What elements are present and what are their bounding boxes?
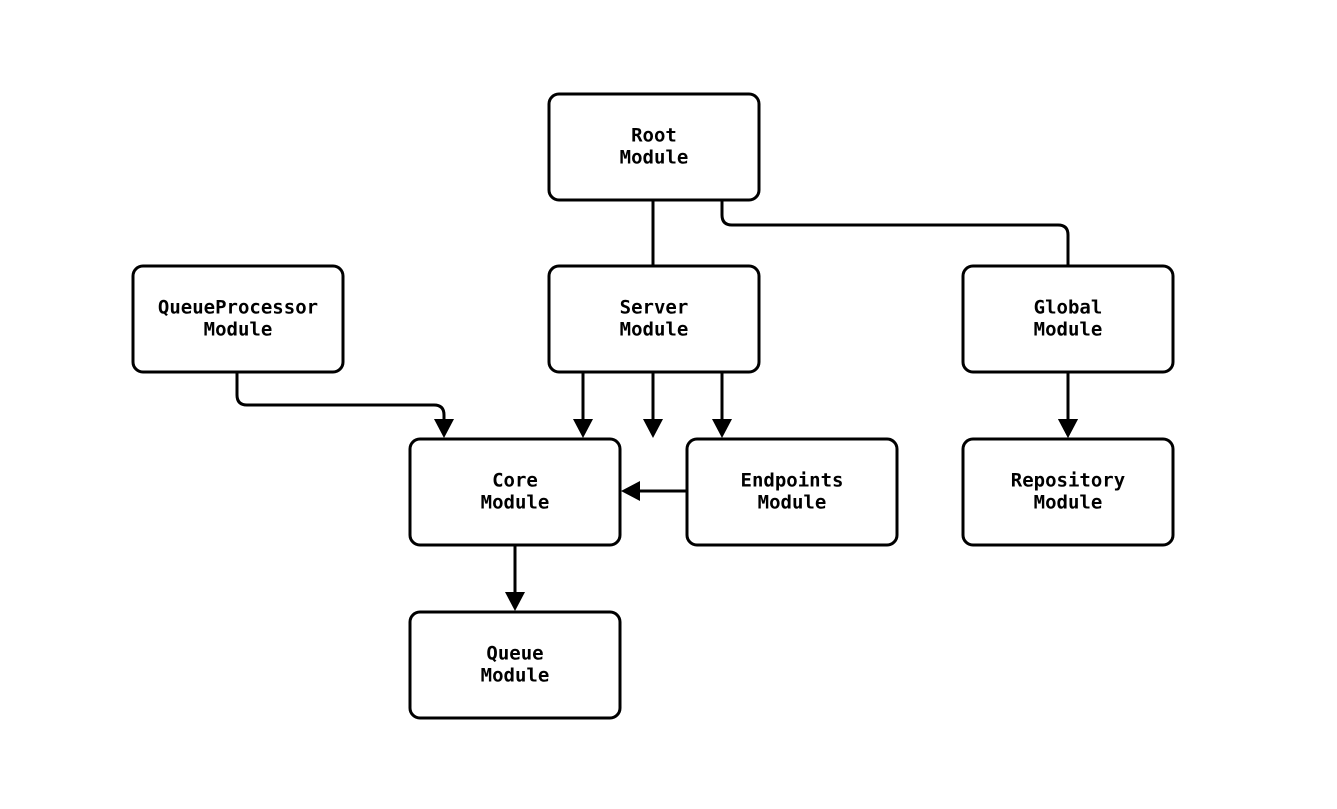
node-endpoints[interactable]: EndpointsModuleEndpoints Module: [685, 437, 899, 547]
arrowhead-icon: [621, 481, 640, 501]
node-label-line1: Server: [620, 297, 689, 319]
edge-server-core: Server Module to Core Module: [573, 372, 593, 438]
edge-line: [235, 372, 446, 428]
node-label-line1: Endpoints: [741, 470, 844, 492]
node-root[interactable]: RootModuleRoot Module: [547, 92, 761, 202]
arrowhead-icon: [573, 419, 593, 438]
node-label-line1: Global: [1034, 297, 1103, 319]
edge-server-endpoints: Server Module to Endpoints Module: [712, 372, 732, 438]
node-box[interactable]: [131, 264, 345, 374]
edge-endpoints-core: Endpoints Module to Core Module: [621, 481, 687, 501]
node-label-line2: Module: [1034, 492, 1103, 514]
node-global[interactable]: GlobalModuleGlobal Module: [961, 264, 1175, 374]
edges-layer: Root Module to Server ModuleRoot Module …: [235, 200, 1078, 611]
arrowhead-icon: [1058, 419, 1078, 438]
edge-core-queue: Core Module to Queue Module: [505, 545, 525, 611]
node-label-line2: Module: [204, 319, 273, 341]
edge-global-repository: Global Module to Repository Module: [1058, 372, 1078, 438]
node-label-line1: Queue: [486, 643, 543, 665]
node-label-line2: Module: [481, 665, 550, 687]
node-label-line2: Module: [620, 147, 689, 169]
node-server[interactable]: ServerModuleServer Module: [547, 264, 761, 374]
node-label-line2: Module: [758, 492, 827, 514]
node-box[interactable]: [961, 264, 1175, 374]
edge-queueprocessor-core: QueueProcessor Module to Core Module: [235, 372, 454, 438]
node-label-line2: Module: [620, 319, 689, 341]
node-box[interactable]: [547, 92, 761, 202]
node-box[interactable]: [408, 610, 622, 720]
node-core[interactable]: CoreModuleCore Module: [408, 437, 622, 547]
node-label-line1: Repository: [1011, 470, 1125, 492]
arrowhead-icon: [434, 419, 454, 438]
node-repository[interactable]: RepositoryModuleRepository Module: [961, 437, 1175, 547]
node-label-line1: QueueProcessor: [158, 297, 318, 319]
node-label-line2: Module: [1034, 319, 1103, 341]
node-label-line1: Root: [631, 125, 677, 147]
node-box[interactable]: [961, 437, 1175, 547]
arrowhead-icon: [643, 419, 663, 438]
nodes-layer: RootModuleRoot ModuleQueueProcessorModul…: [131, 92, 1175, 720]
node-box[interactable]: [408, 437, 622, 547]
node-box[interactable]: [685, 437, 899, 547]
node-box[interactable]: [547, 264, 761, 374]
node-queueprocessor[interactable]: QueueProcessorModuleQueueProcessor Modul…: [131, 264, 345, 374]
edge-line: [720, 200, 1070, 428]
node-label-line1: Core: [492, 470, 538, 492]
node-queue[interactable]: QueueModuleQueue Module: [408, 610, 622, 720]
arrowhead-icon: [505, 592, 525, 611]
node-label-line2: Module: [481, 492, 550, 514]
arrowhead-icon: [712, 419, 732, 438]
